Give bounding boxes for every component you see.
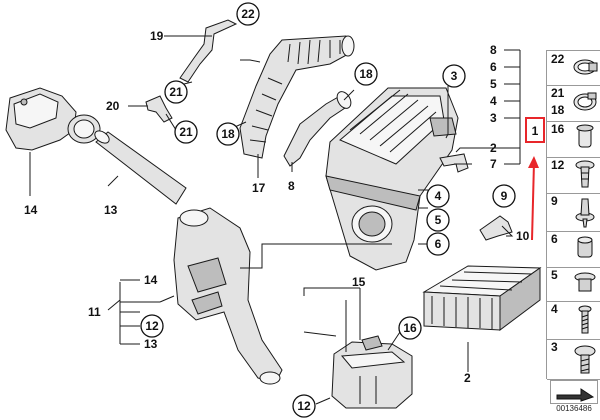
navigation-arrow-icon[interactable] <box>550 380 598 404</box>
list-label-7: 7 <box>490 157 497 171</box>
panel-cell-12: 12 <box>547 157 600 194</box>
label-8: 8 <box>288 179 295 193</box>
panel-label: 12 <box>551 158 565 172</box>
mounting-bracket-part <box>439 153 469 173</box>
panel-label: 6 <box>551 232 558 246</box>
callout-6: 6 <box>426 232 450 256</box>
panel-cell-22: 22 <box>547 51 600 86</box>
callout-21-lower: 21 <box>174 120 198 144</box>
resonator-box-part <box>331 335 413 409</box>
svg-text:5: 5 <box>435 213 442 227</box>
callout-18-left: 18 <box>216 122 240 146</box>
highlight-arrow-icon <box>528 156 539 241</box>
callout-5: 5 <box>426 208 450 232</box>
collar-nut-icon <box>574 272 596 292</box>
callout-9: 9 <box>492 184 516 208</box>
svg-text:12: 12 <box>297 399 311 413</box>
svg-text:12: 12 <box>145 319 159 333</box>
callout-12-left: 12 <box>140 314 164 338</box>
hose-clamp-icon <box>573 59 598 75</box>
label-15: 15 <box>352 275 366 289</box>
panel-label: 22 <box>551 52 565 66</box>
panel-label: 21 <box>551 86 565 100</box>
air-filter-element-part <box>422 265 542 331</box>
spreading-rivet-icon <box>575 198 595 228</box>
highlight-part-1: 1 <box>525 117 545 143</box>
callout-12-bottom: 12 <box>292 394 316 418</box>
callout-21-upper: 21 <box>164 80 188 104</box>
air-duct-part <box>173 207 283 385</box>
panel-label: 4 <box>551 302 558 316</box>
rubber-bushing-icon <box>577 236 593 258</box>
grommet-icon <box>576 124 594 148</box>
panel-label: 5 <box>551 268 558 282</box>
panel-cell-6: 6 <box>547 231 600 268</box>
document-number: 00136486 <box>556 404 592 413</box>
callout-18-right: 18 <box>354 62 378 86</box>
panel-label-secondary: 18 <box>551 103 565 117</box>
panel-cell-3: 3 <box>547 339 600 380</box>
screw-icon <box>578 305 592 334</box>
air-filter-housing-part <box>325 87 459 271</box>
list-label-6: 6 <box>490 60 497 74</box>
callout-22: 22 <box>236 2 260 26</box>
list-label-5: 5 <box>490 77 497 91</box>
intake-boot-part <box>239 35 355 159</box>
panel-label: 16 <box>551 122 565 136</box>
svg-text:1: 1 <box>532 124 539 138</box>
label-14-lower: 14 <box>144 273 158 287</box>
support-bracket-part <box>479 215 513 241</box>
panel-label: 3 <box>551 340 558 354</box>
svg-text:9: 9 <box>501 189 508 203</box>
label-13-lower: 13 <box>144 337 158 351</box>
intake-resonator-part <box>5 87 101 151</box>
callout-3: 3 <box>442 64 466 88</box>
expanding-rivet-icon <box>575 160 595 188</box>
list-label-3: 3 <box>490 111 497 125</box>
svg-text:4: 4 <box>435 189 442 203</box>
label-14-left: 14 <box>24 203 38 217</box>
label-13-left: 13 <box>104 203 118 217</box>
leader-lines <box>29 35 521 405</box>
label-2-filter: 2 <box>464 371 471 385</box>
label-20: 20 <box>106 99 120 113</box>
hex-bolt-icon <box>574 345 596 374</box>
hose-clamp-icon <box>573 92 597 111</box>
intake-pipe-part <box>94 130 187 205</box>
callout-16: 16 <box>398 316 422 340</box>
svg-text:18: 18 <box>359 67 373 81</box>
panel-cell-9: 9 <box>547 193 600 232</box>
panel-cell-21-18: 21 18 <box>547 85 600 122</box>
svg-text:16: 16 <box>403 321 417 335</box>
svg-text:6: 6 <box>435 237 442 251</box>
svg-text:21: 21 <box>179 125 193 139</box>
svg-text:22: 22 <box>241 7 255 21</box>
label-17: 17 <box>252 181 266 195</box>
list-label-8: 8 <box>490 43 497 57</box>
panel-cell-16: 16 <box>547 121 600 158</box>
label-10: 10 <box>516 229 530 243</box>
connection-hose-part <box>283 91 352 167</box>
svg-text:21: 21 <box>169 85 183 99</box>
panel-label: 9 <box>551 194 558 208</box>
label-11: 11 <box>88 305 101 319</box>
list-label-2: 2 <box>490 141 497 155</box>
callout-4: 4 <box>426 184 450 208</box>
panel-cell-5: 5 <box>547 267 600 302</box>
svg-text:18: 18 <box>221 127 235 141</box>
vent-hose-part <box>179 19 238 83</box>
panel-cell-4: 4 <box>547 301 600 340</box>
list-label-4: 4 <box>490 94 497 108</box>
fastener-panel: 22 21 18 16 12 9 <box>546 50 600 380</box>
svg-text:3: 3 <box>451 69 458 83</box>
label-19: 19 <box>150 29 164 43</box>
vent-fitting-part <box>145 95 173 123</box>
